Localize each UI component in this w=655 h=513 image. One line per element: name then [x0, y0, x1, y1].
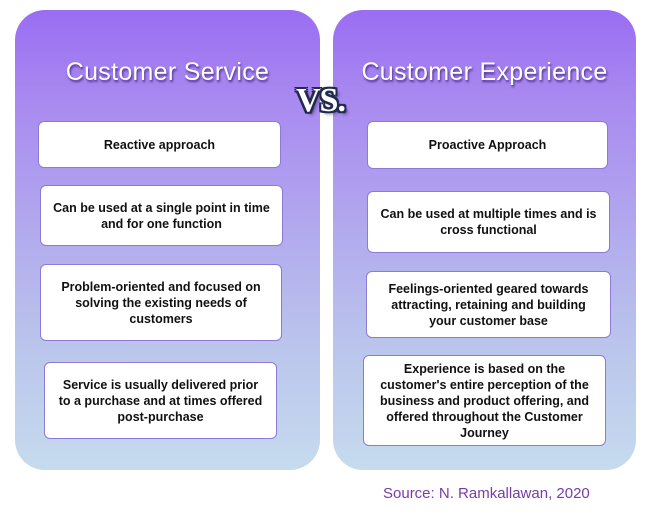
customer-experience-item-3: Feelings-oriented geared towards attract…	[366, 271, 611, 338]
customer-experience-item-4: Experience is based on the customer's en…	[363, 355, 606, 446]
customer-service-item-2: Can be used at a single point in time an…	[40, 185, 283, 246]
customer-service-item-3: Problem-oriented and focused on solving …	[40, 264, 282, 341]
customer-service-item-1: Reactive approach	[38, 121, 281, 168]
source-caption: Source: N. Ramkallawan, 2020	[383, 485, 590, 502]
customer-experience-item-1: Proactive Approach	[367, 121, 608, 169]
customer-service-title: Customer Service	[65, 58, 270, 86]
customer-service-item-4: Service is usually delivered prior to a …	[44, 362, 277, 439]
customer-experience-title: Customer Experience	[361, 58, 608, 86]
customer-experience-item-2: Can be used at multiple times and is cro…	[367, 191, 610, 253]
vs-label: VS.	[296, 82, 346, 119]
